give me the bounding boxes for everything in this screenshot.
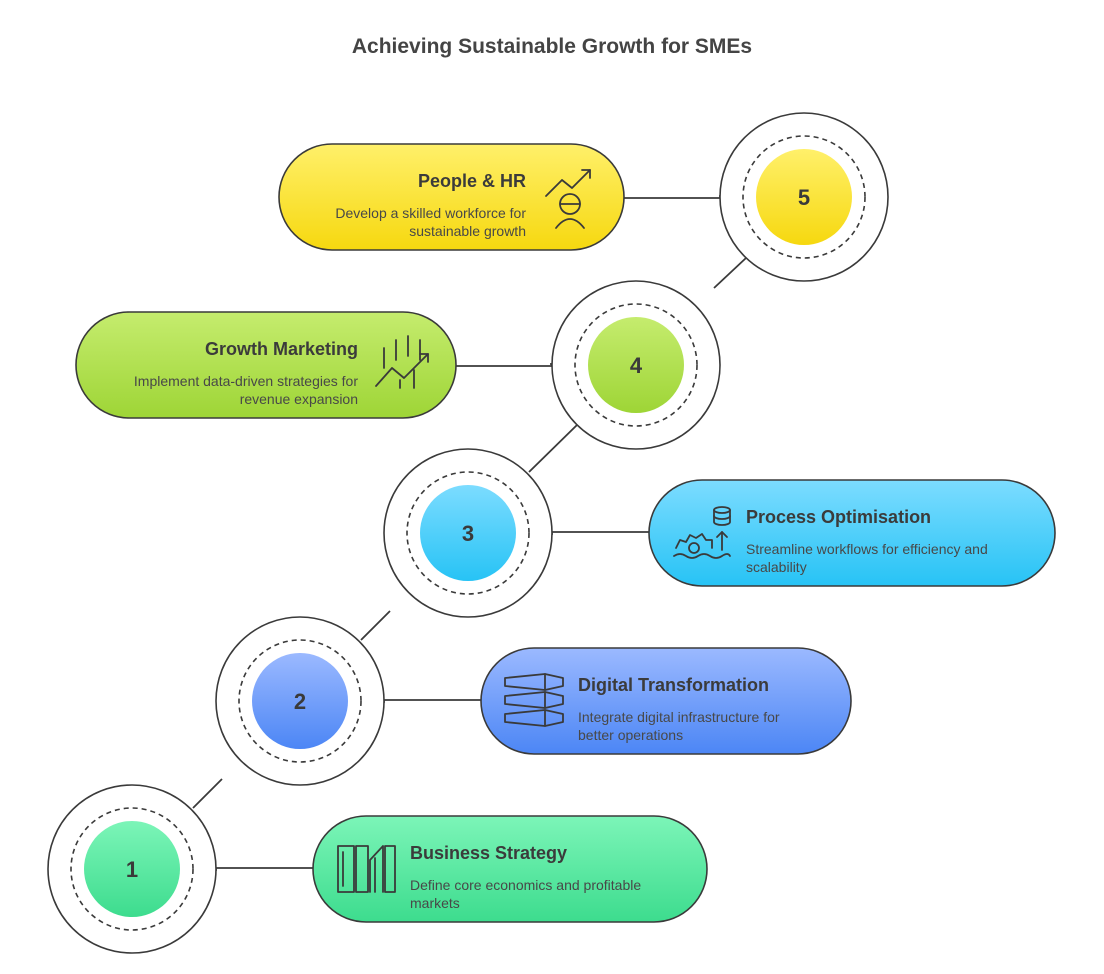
step-5-number: 5: [798, 185, 810, 210]
step-5-desc-line1: Develop a skilled workforce for: [335, 205, 526, 221]
step-1: 1 Business Strategy Define core economic…: [47, 784, 708, 954]
step-4: 4 Growth Marketing Implement data-driven…: [75, 280, 721, 450]
step-5: 5 People & HR Develop a skilled workforc…: [278, 112, 889, 282]
step-4-desc-line2: revenue expansion: [240, 391, 358, 407]
step-1-link: [214, 867, 320, 871]
step-1-dashed-ring: [70, 807, 194, 931]
step-3-card: [648, 479, 1056, 587]
step-2-number: 2: [294, 689, 306, 714]
step-3-title: Process Optimisation: [746, 507, 931, 527]
connector-2-3: [360, 610, 391, 641]
step-3-dashed-ring: [406, 471, 530, 595]
person-growth-icon: [545, 169, 591, 229]
step-3-number: 3: [462, 521, 474, 546]
step-4-badge: [588, 317, 684, 413]
step-3-desc-line2: scalability: [746, 559, 807, 575]
step-5-badge: [756, 149, 852, 245]
gear-database-icon: [673, 506, 731, 559]
step-4-desc-line1: Implement data-driven strategies for: [134, 373, 358, 389]
step-5-title: People & HR: [418, 171, 526, 191]
step-5-desc-line2: sustainable growth: [409, 223, 526, 239]
step-3-desc-line1: Streamline workflows for efficiency and: [746, 541, 988, 557]
step-2-link: [382, 699, 488, 703]
connector-3-4: [528, 423, 579, 473]
step-4-link: [456, 363, 553, 367]
step-4-title: Growth Marketing: [205, 339, 358, 359]
step-1-desc-line1: Define core economics and profitable: [410, 877, 641, 893]
connector-1-2: [192, 778, 223, 809]
step-2-dashed-ring: [238, 639, 362, 763]
step-2-card: [480, 647, 852, 755]
step-4-number: 4: [630, 353, 643, 378]
step-5-card: [278, 143, 625, 251]
step-1-title: Business Strategy: [410, 843, 567, 863]
bookshelf-icon: [337, 845, 396, 893]
step-5-link: [624, 195, 722, 199]
step-2-title: Digital Transformation: [578, 675, 769, 695]
step-5-dashed-ring: [742, 135, 866, 259]
step-4-card: [75, 311, 457, 419]
step-3: 3 Process Optimisation Streamline workfl…: [383, 448, 1056, 618]
server-stack-icon: [504, 673, 564, 727]
step-1-desc-line2: markets: [410, 895, 460, 911]
connector-4-5: [713, 257, 747, 289]
step-1-card: [312, 815, 708, 923]
step-4-dashed-ring: [574, 303, 698, 427]
step-3-link: [550, 531, 656, 535]
ring-connectors: [192, 257, 747, 809]
step-3-badge: [420, 485, 516, 581]
step-2-desc-line1: Integrate digital infrastructure for: [578, 709, 780, 725]
step-1-badge: [84, 821, 180, 917]
step-2-badge: [252, 653, 348, 749]
step-2: 2 Digital Transformation Integrate digit…: [215, 616, 852, 786]
diagram-title: Achieving Sustainable Growth for SMEs: [352, 35, 752, 58]
growth-chart-icon: [375, 335, 429, 389]
step-2-desc-line2: better operations: [578, 727, 683, 743]
step-1-number: 1: [126, 857, 138, 882]
